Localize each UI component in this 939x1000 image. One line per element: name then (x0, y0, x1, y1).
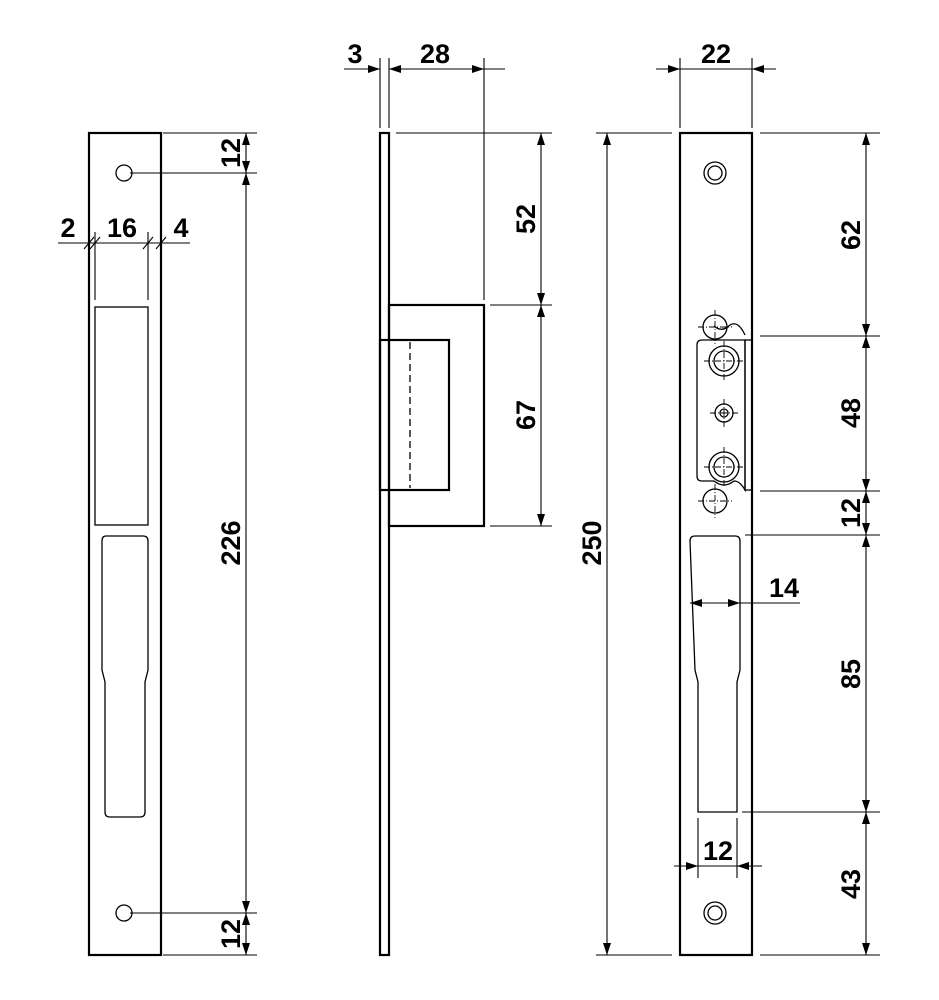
dim-side-top-offset: 52 (511, 204, 541, 234)
back-bottom-screw-hole (703, 901, 727, 925)
front-lower-slot (101, 535, 149, 818)
dim-back-overall-height: 250 (577, 520, 607, 565)
dim-back-top-section: 62 (836, 220, 866, 250)
arrow-back-width-left (668, 65, 680, 73)
back-mechanism-bracket (696, 339, 746, 493)
front-upper-slot (94, 306, 149, 526)
arrow-back-width-right (752, 65, 764, 73)
dim-back-gap: 12 (836, 498, 866, 528)
arrow-side-plate (389, 65, 401, 73)
tick-2 (89, 236, 101, 250)
back-latch-edge (744, 339, 753, 491)
dim-side-plate-thickness: 3 (347, 39, 362, 69)
arrow-12-right (737, 862, 749, 870)
dim-back-bottom-section: 43 (836, 869, 866, 899)
tick-3 (142, 236, 154, 250)
arrow-side-body (472, 65, 484, 73)
dim-front-left-margin: 2 (60, 213, 75, 243)
back-bottom-screw-hole-inner (707, 905, 723, 921)
dim-front-right-margin: 4 (173, 213, 188, 243)
arrow-14-left (690, 599, 702, 607)
dim-back-width: 22 (701, 39, 731, 69)
side-plate (378, 131, 391, 957)
arrow-14-right (728, 599, 740, 607)
side-latch (378, 338, 451, 492)
tick-4 (155, 236, 167, 250)
back-view: 22 250 62 48 12 85 43 14 (577, 39, 880, 957)
dim-back-slot-width: 14 (769, 573, 799, 603)
side-body (387, 303, 486, 528)
arrow-12-left (686, 862, 698, 870)
back-bracket-notch-top (713, 323, 746, 336)
dim-front-top-hole: 12 (216, 138, 246, 168)
back-plate-outline (678, 131, 754, 957)
dim-back-bottom-slot-width: 12 (703, 836, 733, 866)
dim-front-slot-width: 16 (107, 213, 137, 243)
back-top-screw-hole (703, 161, 727, 185)
dim-back-slot-length: 85 (836, 659, 866, 689)
dim-front-hole-spacing: 226 (216, 520, 246, 565)
front-top-screw-hole (115, 164, 133, 182)
dim-side-body-height: 67 (511, 400, 541, 430)
front-view: 12 226 12 2 16 4 (58, 131, 257, 957)
front-plate-outline (87, 131, 163, 957)
back-mech-pivot-inner (719, 408, 729, 418)
tick-1 (83, 236, 95, 250)
front-bottom-screw-hole (115, 904, 133, 922)
back-lower-slot (689, 535, 741, 813)
dim-front-bottom-hole: 12 (216, 919, 246, 949)
dim-back-mechanism-height: 48 (836, 398, 866, 428)
dim-side-body-depth: 28 (420, 39, 450, 69)
side-view: 3 28 52 67 (344, 39, 552, 957)
back-top-screw-hole-inner (707, 165, 723, 181)
